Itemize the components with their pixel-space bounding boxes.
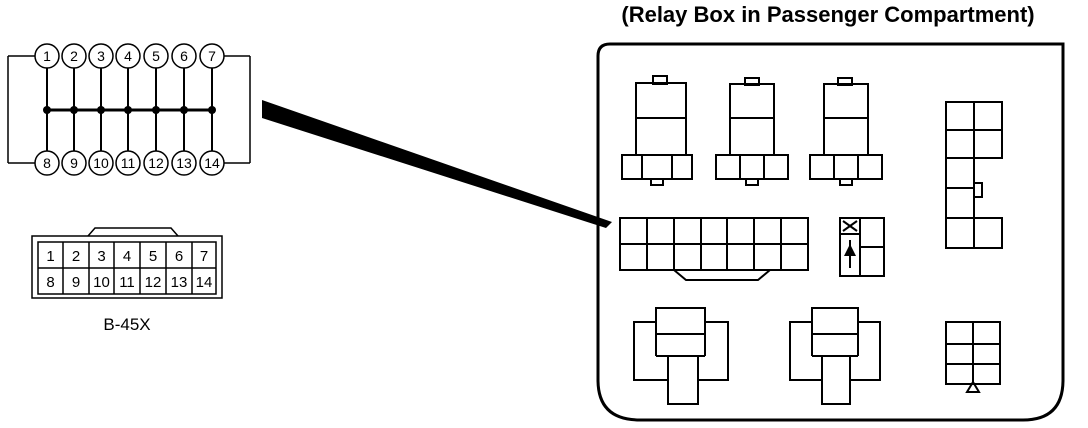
schematic-pin-13: 13 — [171, 150, 197, 176]
junction-dot — [70, 106, 78, 114]
schematic-pin-12: 12 — [143, 150, 169, 176]
schematic-pin-2: 2 — [61, 43, 87, 69]
schematic-pin-14: 14 — [199, 150, 225, 176]
pin-number: 12 — [148, 155, 164, 171]
face-pin-2: 2 — [72, 248, 80, 265]
schematic-pin-11: 11 — [115, 150, 141, 176]
pin-number: 11 — [121, 155, 136, 171]
face-pin-1: 1 — [46, 248, 54, 265]
pin-number: 6 — [180, 48, 188, 64]
small-connector — [839, 217, 885, 277]
pin-number: 8 — [43, 155, 51, 171]
junction-dot — [43, 106, 51, 114]
connector-label: B-45X — [103, 315, 150, 334]
relay-3 — [809, 77, 883, 186]
face-pin-12: 12 — [145, 274, 162, 291]
face-pin-7: 7 — [200, 248, 208, 265]
pin-number: 14 — [204, 155, 220, 171]
tall-connector — [945, 101, 1003, 249]
key-triangle-icon — [965, 380, 981, 393]
pin-number: 4 — [124, 48, 132, 64]
junction-dot — [124, 106, 132, 114]
pin-number: 5 — [152, 48, 160, 64]
pin-number: 1 — [43, 48, 51, 64]
face-pin-3: 3 — [97, 248, 105, 265]
pointer-wedge — [262, 100, 612, 228]
pin-number: 2 — [70, 48, 78, 64]
face-pin-10: 10 — [93, 274, 110, 291]
face-pin-14: 14 — [196, 274, 213, 291]
pin-number: 3 — [97, 48, 105, 64]
face-pin-6: 6 — [175, 248, 183, 265]
schematic-pin-4: 4 — [115, 43, 141, 69]
pin-number: 10 — [93, 155, 109, 171]
junction-dot — [97, 106, 105, 114]
pin-number: 9 — [70, 155, 78, 171]
face-pin-5: 5 — [149, 248, 157, 265]
face-pin-8: 8 — [46, 274, 54, 291]
schematic-pin-1: 1 — [34, 43, 60, 69]
connector-face — [31, 227, 223, 299]
bottom-right-connector — [945, 321, 1001, 385]
marker-arrow-icon — [844, 244, 856, 256]
schematic-pin-5: 5 — [143, 43, 169, 69]
bottom-connector-2 — [789, 307, 881, 405]
bottom-connector-1 — [633, 307, 729, 405]
face-pin-13: 13 — [171, 274, 188, 291]
relay-1 — [621, 75, 693, 186]
schematic-pin-6: 6 — [171, 43, 197, 69]
schematic-pin-10: 10 — [88, 150, 114, 176]
pin-number: 13 — [176, 155, 192, 171]
schematic-pin-7: 7 — [199, 43, 225, 69]
relay-2 — [715, 77, 789, 186]
schematic-pin-9: 9 — [61, 150, 87, 176]
schematic-pin-3: 3 — [88, 43, 114, 69]
schematic-pin-8: 8 — [34, 150, 60, 176]
pin-number: 7 — [208, 48, 216, 64]
diagram-title: (Relay Box in Passenger Compartment) — [621, 2, 1034, 27]
junction-dot — [152, 106, 160, 114]
relay-box — [596, 42, 1065, 422]
wide-connector — [619, 217, 809, 281]
junction-dot — [208, 106, 216, 114]
face-pin-9: 9 — [72, 274, 80, 291]
relay-box-contents — [619, 75, 1003, 405]
face-pin-11: 11 — [119, 274, 135, 291]
face-pin-4: 4 — [123, 248, 131, 265]
junction-dot — [180, 106, 188, 114]
